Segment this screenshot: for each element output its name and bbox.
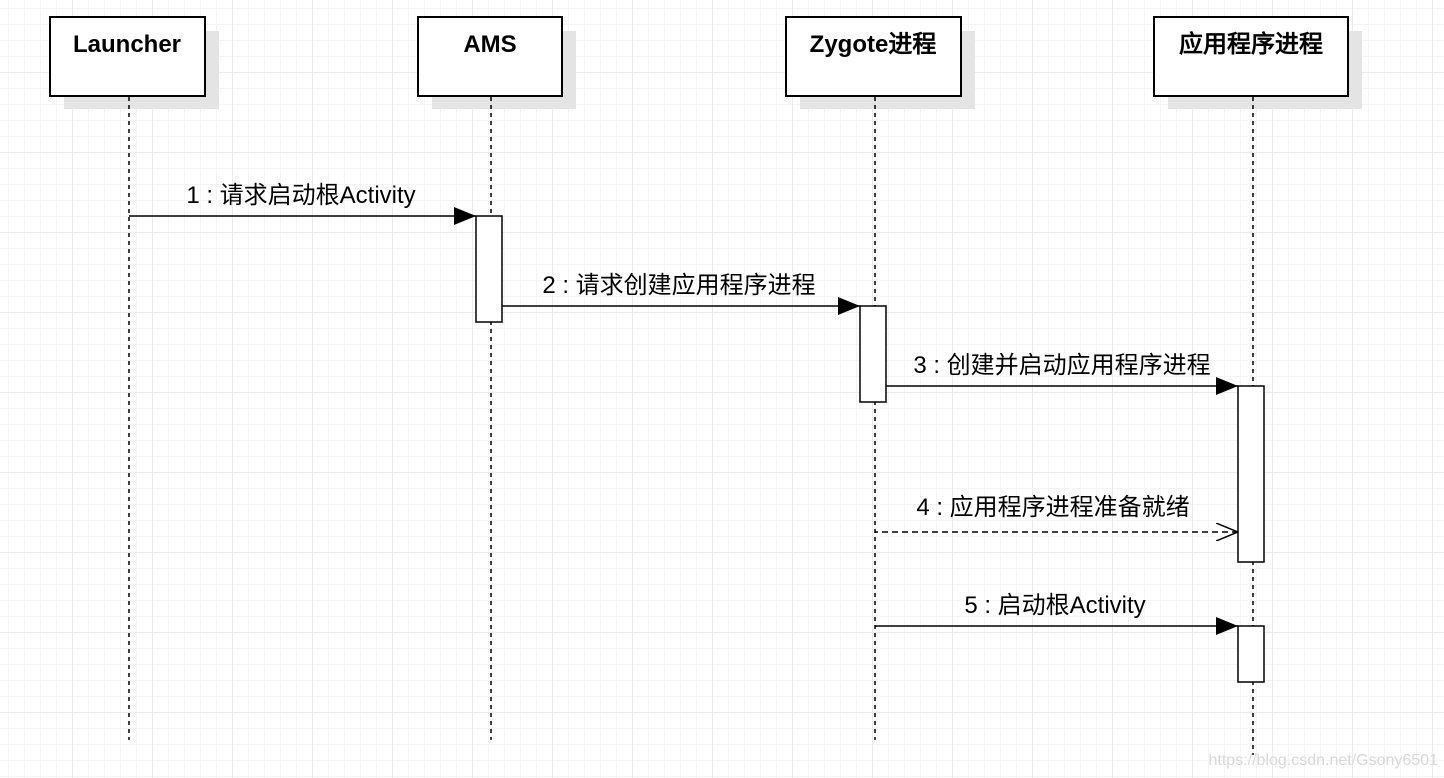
participant-launcher[interactable]: Launcher bbox=[49, 16, 219, 109]
participant-box bbox=[785, 16, 962, 97]
message-label-4: 4 : 应用程序进程准备就绪 bbox=[916, 494, 1189, 521]
participant-zygote[interactable]: Zygote进程 bbox=[785, 16, 975, 109]
activation-bar-app-2 bbox=[1237, 625, 1265, 683]
message-label-3: 3 : 创建并启动应用程序进程 bbox=[913, 352, 1210, 379]
participant-box bbox=[49, 16, 206, 97]
participant-box bbox=[1153, 16, 1349, 97]
message-5[interactable]: 5 : 启动根Activity bbox=[875, 592, 1238, 635]
participant-label-app: 应用程序进程 bbox=[1179, 30, 1323, 58]
participant-label-launcher: Launcher bbox=[73, 31, 181, 58]
participant-ams[interactable]: AMS bbox=[417, 16, 576, 109]
message-1[interactable]: 1 : 请求启动根Activity bbox=[129, 182, 476, 225]
message-2[interactable]: 2 : 请求创建应用程序进程 bbox=[502, 272, 860, 315]
message-label-2: 2 : 请求创建应用程序进程 bbox=[542, 272, 815, 299]
message-label-1: 1 : 请求启动根Activity bbox=[186, 182, 415, 209]
participant-app[interactable]: 应用程序进程 bbox=[1153, 16, 1362, 109]
participant-label-ams: AMS bbox=[463, 31, 516, 58]
activation-bar-zygote bbox=[859, 305, 887, 403]
participant-label-zygote: Zygote进程 bbox=[810, 31, 937, 58]
message-label-5: 5 : 启动根Activity bbox=[964, 592, 1145, 619]
participant-box bbox=[417, 16, 563, 97]
activation-bar-app-1 bbox=[1237, 385, 1265, 563]
message-4[interactable]: 4 : 应用程序进程准备就绪 bbox=[875, 494, 1238, 532]
message-3[interactable]: 3 : 创建并启动应用程序进程 bbox=[886, 352, 1238, 395]
activation-bar-ams bbox=[475, 215, 503, 323]
watermark: https://blog.csdn.net/Gsony6501 bbox=[1208, 752, 1438, 769]
